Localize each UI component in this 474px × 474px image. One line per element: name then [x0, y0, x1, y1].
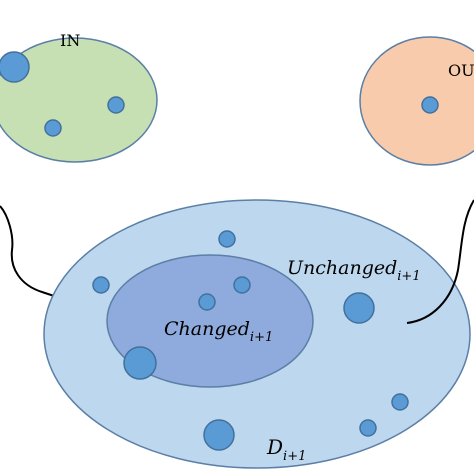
- in-label: IN: [60, 31, 80, 50]
- changed-label-base: Changed: [164, 318, 250, 340]
- in-dot-right: [107, 96, 125, 114]
- arrow-d-to-out: [406, 199, 474, 324]
- out-label: OU: [448, 61, 474, 80]
- changed-dot-large: [123, 346, 157, 380]
- d-dot-right: [391, 393, 409, 411]
- changed-dot-top-right: [233, 276, 251, 294]
- d-dot-left: [92, 276, 110, 294]
- d-label-base: D: [266, 435, 283, 459]
- d-dot-bottom-large: [203, 419, 235, 451]
- d-dot-right-large: [343, 292, 375, 324]
- d-label: Di+1: [266, 435, 306, 464]
- changed-set-ellipse: [106, 254, 314, 388]
- d-dot-bottom-right: [359, 419, 377, 437]
- in-dot-large: [0, 51, 30, 83]
- changed-dot-top: [198, 293, 216, 311]
- changed-label-sub: i+1: [250, 330, 273, 345]
- changed-label: Changedi+1: [164, 318, 273, 345]
- unchanged-label-base: Unchanged: [287, 257, 397, 279]
- out-set-ellipse: [359, 36, 474, 166]
- unchanged-label: Unchangedi+1: [287, 257, 421, 284]
- in-dot-bottom: [44, 119, 62, 137]
- out-dot: [421, 96, 439, 114]
- in-set-ellipse: [0, 37, 158, 163]
- unchanged-label-sub: i+1: [397, 269, 420, 284]
- d-label-sub: i+1: [283, 449, 306, 464]
- d-dot-top: [218, 230, 236, 248]
